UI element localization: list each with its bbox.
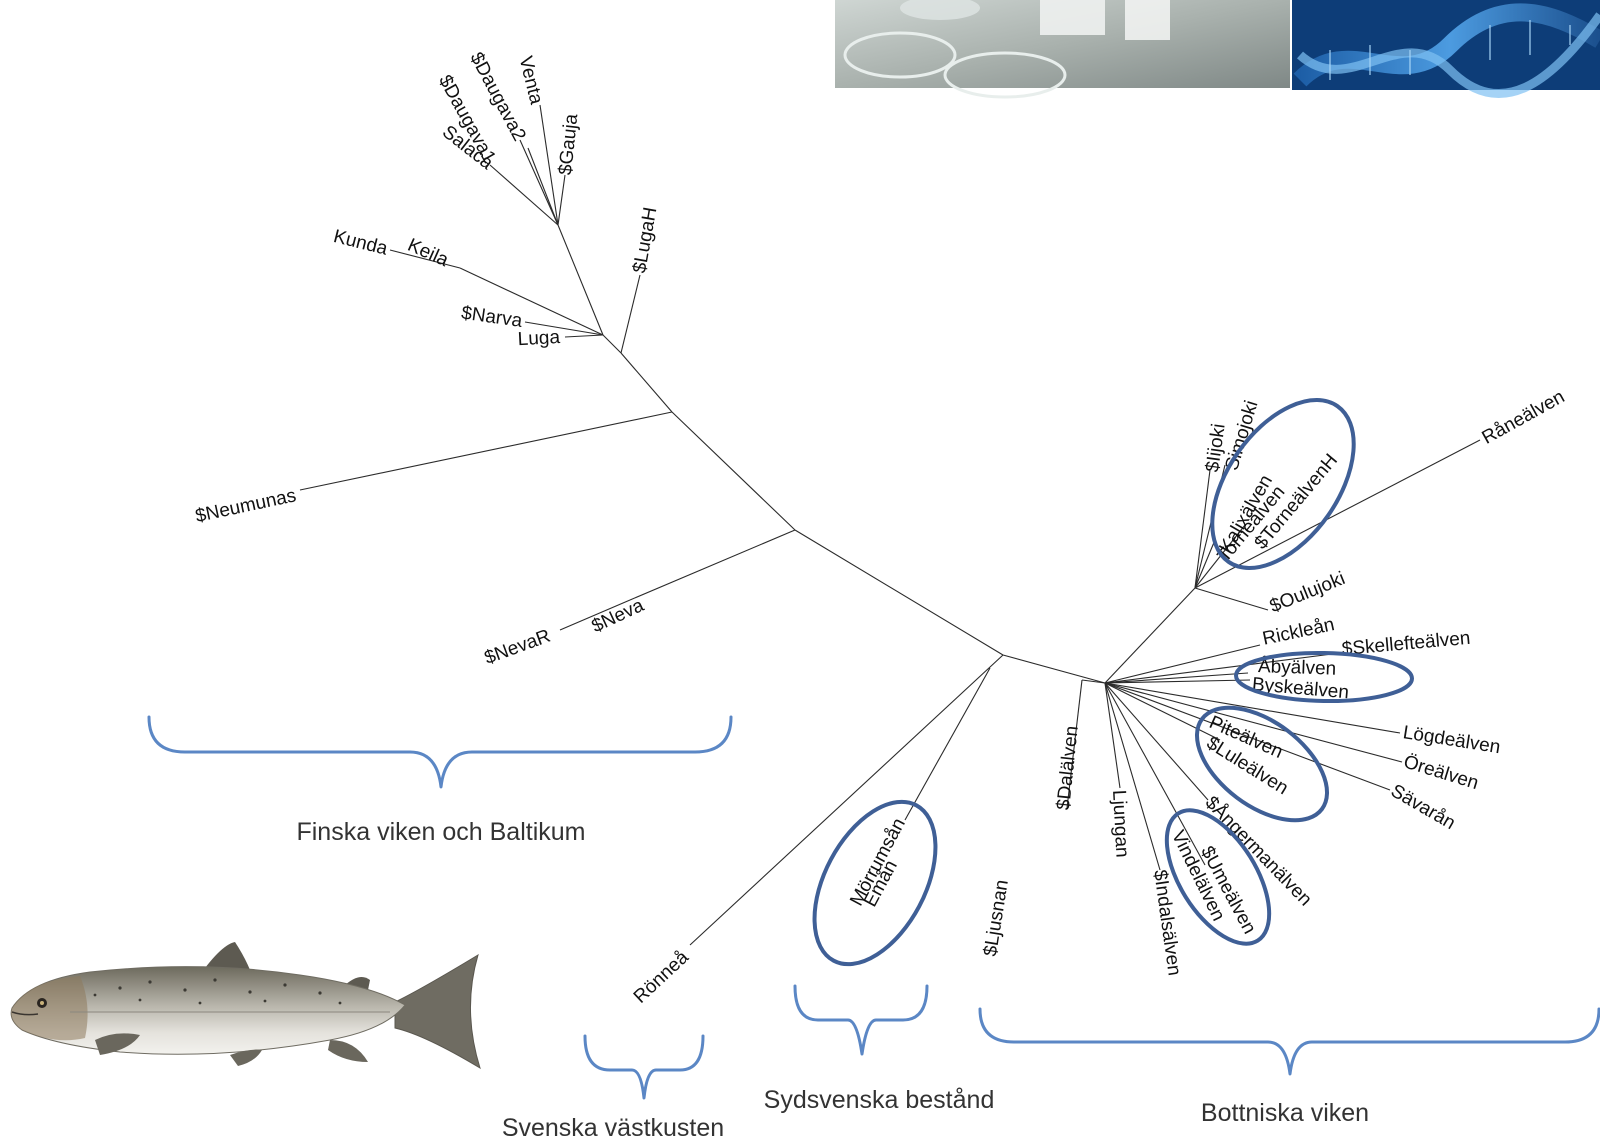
- leaf-ronnea: Rönneå: [630, 947, 693, 1008]
- leaf-savaran: Sävarån: [1387, 780, 1459, 834]
- petri-dishes-photo: [835, 0, 1290, 97]
- brace-bottniska: [980, 1009, 1599, 1074]
- leaf-rickle: Rickleån: [1261, 614, 1337, 650]
- caption-bottniska: Bottniska viken: [1201, 1099, 1369, 1127]
- leaf-kunda: Kunda: [331, 226, 390, 260]
- leaf-nevar: $NevaR: [482, 626, 554, 669]
- leaf-neumunas: $Neumunas: [194, 485, 299, 527]
- leaf-luga: Luga: [517, 327, 561, 350]
- leaf-abyalven: Åbyälven: [1258, 656, 1337, 680]
- leaf-ljungan: Ljungan: [1108, 789, 1133, 858]
- brace-finska: [149, 717, 731, 787]
- leaf-oulujoki: $Oulujoki: [1267, 568, 1348, 617]
- leaf-orealven: Öreälven: [1401, 751, 1481, 794]
- caption-sydsvenska: Sydsvenska bestånd: [764, 1086, 995, 1114]
- caption-finska: Finska viken och Baltikum: [296, 818, 585, 846]
- leaf-keila: Keila: [404, 235, 452, 272]
- brace-vastkusten: [585, 1036, 703, 1098]
- leaf-neva: $Neva: [589, 595, 648, 637]
- leaf-raneal: Råneälven: [1479, 386, 1569, 448]
- salmon-illustration: [11, 942, 480, 1068]
- leaf-lugah: $LugaH: [629, 206, 661, 275]
- leaf-dalalven: $Dalälven: [1053, 725, 1083, 811]
- tree-leaf-labels: $Daugava1 $Daugava2 Venta $Gauja Salaca …: [194, 49, 1569, 1008]
- ring-tornealven-group: [1183, 375, 1382, 594]
- caption-vastkusten: Svenska västkusten: [502, 1114, 724, 1140]
- leaf-gauja: $Gauja: [555, 112, 582, 176]
- dna-helix-photo: [1292, 0, 1600, 94]
- leaf-logdealven: Lögdeälven: [1401, 722, 1501, 758]
- brace-sydsvenska: [795, 986, 927, 1054]
- leaf-ljusnan: $Ljusnan: [980, 878, 1013, 957]
- leaf-narva: $Narva: [460, 303, 524, 332]
- leaf-venta: Venta: [515, 54, 547, 107]
